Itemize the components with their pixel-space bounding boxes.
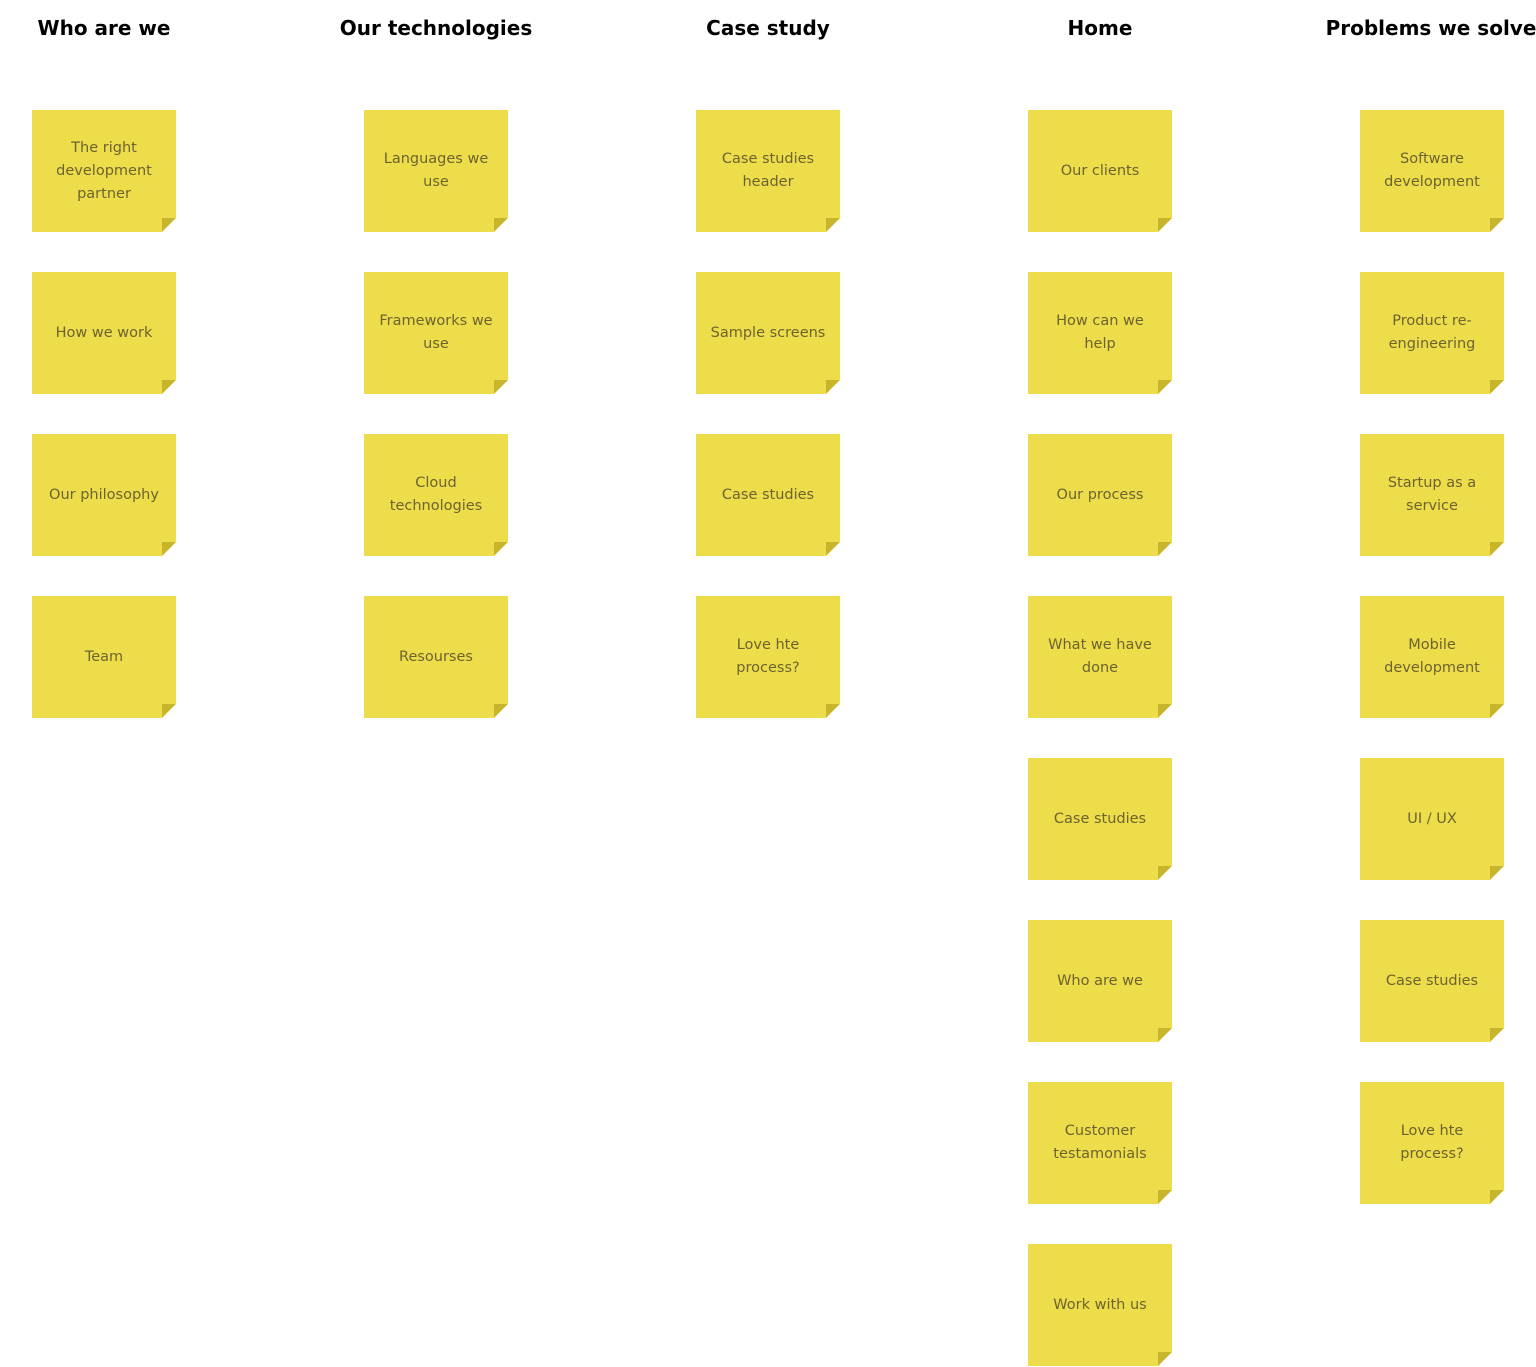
fold-corner — [1490, 542, 1504, 556]
fold-corner — [826, 704, 840, 718]
fold-corner — [494, 704, 508, 718]
sticky-note-label: Case studies header — [721, 151, 815, 190]
sticky-note-label: Case studies — [1385, 972, 1479, 989]
fold-corner — [1158, 866, 1172, 880]
sticky-note[interactable]: Case studies — [696, 434, 840, 556]
sticky-note[interactable]: Case studies — [1360, 920, 1504, 1042]
fold-corner — [494, 218, 508, 232]
sticky-note[interactable]: Our philosophy — [32, 434, 176, 556]
sticky-note[interactable]: UI / UX — [1360, 758, 1504, 880]
sticky-note[interactable]: What we have done — [1028, 596, 1172, 718]
sticky-note-label: Who are we — [1057, 972, 1143, 989]
sticky-note-label: Our clients — [1060, 162, 1140, 179]
sticky-note-label: Frameworks we use — [379, 313, 493, 352]
sticky-note[interactable]: Team — [32, 596, 176, 718]
column-heading: Home — [1067, 16, 1133, 40]
sticky-note[interactable]: Love hte process? — [696, 596, 840, 718]
sticky-note-label: Love hte process? — [1400, 1123, 1464, 1162]
fold-corner — [1490, 704, 1504, 718]
fold-corner — [1490, 218, 1504, 232]
sticky-note-label: Startup as a service — [1387, 475, 1477, 514]
fold-corner — [1158, 1190, 1172, 1204]
sticky-note[interactable]: Who are we — [1028, 920, 1172, 1042]
sticky-note-label: Software development — [1384, 151, 1480, 190]
sticky-note[interactable]: Frameworks we use — [364, 272, 508, 394]
fold-corner — [1158, 542, 1172, 556]
sticky-note[interactable]: Mobile development — [1360, 596, 1504, 718]
fold-corner — [162, 704, 176, 718]
sticky-note[interactable]: Case studies header — [696, 110, 840, 232]
sticky-note-label: How can we help — [1056, 313, 1144, 352]
column-our-technologies: Our technologies Languages we use Framew… — [286, 0, 586, 1367]
sticky-note[interactable]: How we work — [32, 272, 176, 394]
sticky-note-label: Customer testamonials — [1053, 1123, 1147, 1162]
fold-corner — [162, 542, 176, 556]
fold-corner — [1158, 704, 1172, 718]
sticky-note-label: Case studies — [1053, 810, 1147, 827]
sticky-note-label: Our philosophy — [49, 486, 159, 503]
fold-corner — [1158, 1352, 1172, 1366]
fold-corner — [494, 542, 508, 556]
fold-corner — [162, 218, 176, 232]
fold-corner — [826, 218, 840, 232]
sticky-note-label: Sample screens — [710, 324, 826, 341]
sticky-note-label: Resourses — [399, 648, 473, 665]
sticky-note[interactable]: Love hte process? — [1360, 1082, 1504, 1204]
sticky-note[interactable]: Work with us — [1028, 1244, 1172, 1366]
sticky-note-label: Case studies — [721, 486, 815, 503]
sticky-note[interactable]: Our process — [1028, 434, 1172, 556]
sticky-note-label: Product re-engineering — [1388, 313, 1476, 352]
sticky-note-label: Mobile development — [1384, 637, 1480, 676]
fold-corner — [1158, 218, 1172, 232]
sticky-note[interactable]: Product re-engineering — [1360, 272, 1504, 394]
sticky-note-label: Our process — [1056, 486, 1144, 503]
sticky-note-label: Work with us — [1053, 1296, 1147, 1313]
sticky-note[interactable]: Software development — [1360, 110, 1504, 232]
column-heading: Problems we solve — [1325, 16, 1536, 40]
sticky-note-label: Love hte process? — [736, 637, 800, 676]
fold-corner — [826, 380, 840, 394]
sticky-note[interactable]: Our clients — [1028, 110, 1172, 232]
sticky-note[interactable]: The right development partner — [32, 110, 176, 232]
fold-corner — [1158, 1028, 1172, 1042]
sticky-note-label: How we work — [55, 324, 153, 341]
sticky-note-label: The right development partner — [56, 139, 152, 202]
fold-corner — [1490, 866, 1504, 880]
fold-corner — [1490, 1028, 1504, 1042]
sticky-note[interactable]: Startup as a service — [1360, 434, 1504, 556]
fold-corner — [1158, 380, 1172, 394]
fold-corner — [826, 542, 840, 556]
sticky-note-label: What we have done — [1048, 637, 1152, 676]
column-who-are-we: Who are we The right development partner… — [0, 0, 254, 1367]
sticky-note[interactable]: Resourses — [364, 596, 508, 718]
sticky-note-label: UI / UX — [1407, 810, 1457, 827]
fold-corner — [162, 380, 176, 394]
column-heading: Case study — [706, 16, 830, 40]
sticky-note-label: Cloud technologies — [389, 475, 483, 514]
column-case-study: Case study Case studies header Sample sc… — [618, 0, 918, 1367]
sticky-note[interactable]: How can we help — [1028, 272, 1172, 394]
fold-corner — [1490, 380, 1504, 394]
fold-corner — [494, 380, 508, 394]
fold-corner — [1490, 1190, 1504, 1204]
column-heading: Who are we — [37, 16, 171, 40]
column-home: Home Our clients How can we help Our pro… — [950, 0, 1250, 1367]
column-problems-we-solve: Problems we solve Software development P… — [1282, 0, 1536, 1367]
sticky-note[interactable]: Languages we use — [364, 110, 508, 232]
sticky-note-label: Languages we use — [383, 151, 489, 190]
column-heading: Our technologies — [339, 16, 533, 40]
sticky-note[interactable]: Cloud technologies — [364, 434, 508, 556]
sticky-note[interactable]: Sample screens — [696, 272, 840, 394]
sticky-note[interactable]: Customer testamonials — [1028, 1082, 1172, 1204]
sticky-note-label: Team — [84, 648, 124, 665]
sticky-note[interactable]: Case studies — [1028, 758, 1172, 880]
